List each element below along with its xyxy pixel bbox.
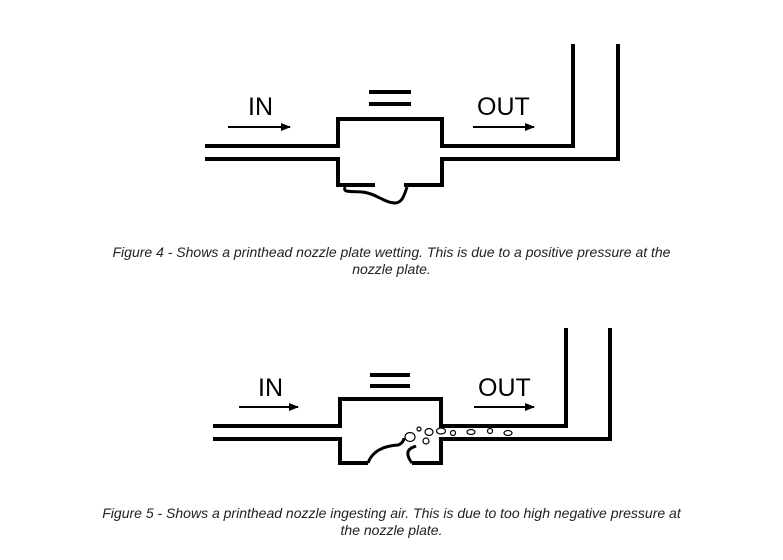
lower-pipe-wall-left [213,437,368,465]
in-label: IN [258,374,283,402]
upper-pipe-wall [205,44,575,148]
air-bubble [503,429,513,437]
air-bubble [435,427,447,435]
out-label: OUT [477,93,530,121]
air-bubble [404,431,416,443]
caption-line-1: Figure 5 - Shows a printhead nozzle inge… [102,505,681,521]
air-bubble [449,429,457,437]
wetting-ink-drop [343,186,409,205]
figure-4-caption: Figure 4 - Shows a printhead nozzle plat… [0,244,783,278]
figure-5-caption: Figure 5 - Shows a printhead nozzle inge… [0,505,783,539]
lower-pipe-wall-left [205,157,375,187]
air-bubbles [404,426,513,445]
lower-pipe-wall-right [412,328,612,465]
figure-5: IN OUT [213,328,612,465]
upper-pipe-wall [213,328,568,428]
air-bubble [486,427,494,435]
caption-line-1: Figure 4 - Shows a printhead nozzle plat… [112,244,671,260]
air-bubble [466,428,476,436]
caption-line-2: nozzle plate. [352,261,431,277]
in-label: IN [248,93,273,121]
figure-4: IN OUT [205,44,620,205]
air-bubble [424,427,434,437]
lower-pipe-wall-right [404,44,620,187]
air-bubble [416,426,422,432]
out-label: OUT [478,374,531,402]
air-bubble [422,437,430,445]
meniscus-right [406,444,417,464]
meniscus-left [366,437,406,464]
caption-line-2: the nozzle plate. [340,522,443,538]
